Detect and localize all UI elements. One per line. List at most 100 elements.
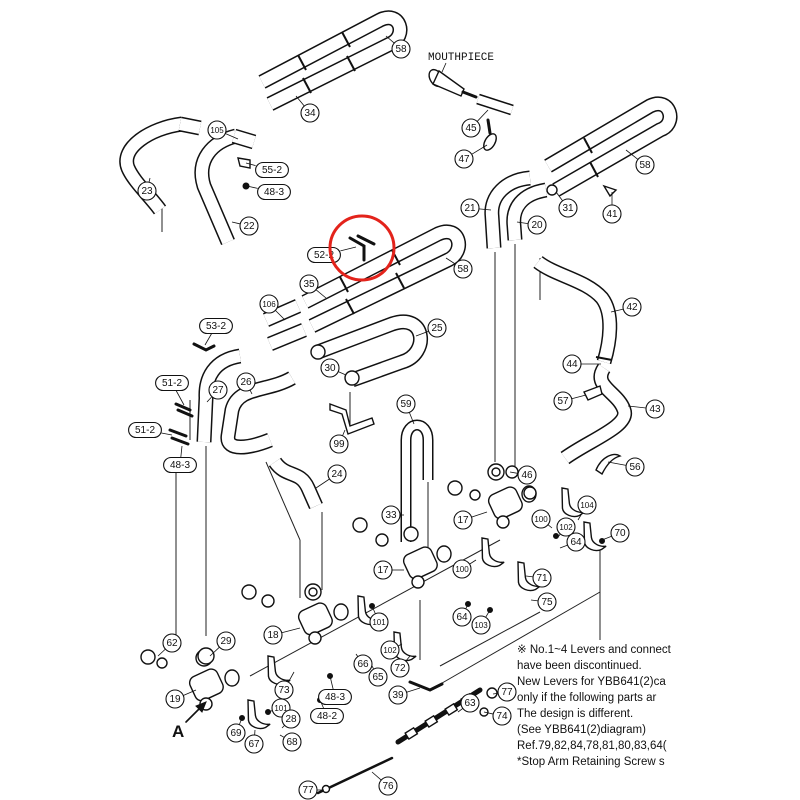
mouthpiece-leader — [441, 62, 447, 73]
note-line: only if the following parts ar — [517, 692, 657, 704]
rod-block — [404, 726, 419, 741]
callout-29: 29 — [216, 631, 236, 651]
callout-bubble — [381, 505, 401, 525]
callout-64: 64 — [566, 532, 586, 552]
leader-line — [157, 648, 166, 657]
callout-48-3: 48-3 — [257, 183, 291, 201]
callout-33: 33 — [381, 505, 401, 525]
callout-number: 101 — [274, 704, 288, 713]
rotor-cap-inner — [308, 587, 318, 597]
tube-joint — [589, 161, 599, 178]
rotor-assembly-middle — [402, 526, 452, 589]
callout-bubble — [635, 155, 655, 175]
callout-number: 77 — [501, 687, 513, 698]
callout-bubble — [378, 776, 398, 796]
callout-51-2: 51-2 — [155, 374, 189, 392]
guide-55-2 — [237, 157, 251, 169]
callout-number: 31 — [562, 203, 574, 214]
waterkey-56 — [595, 453, 622, 476]
callout-27: 27 — [208, 380, 228, 400]
callout-62: 62 — [162, 633, 182, 653]
tube-fill — [507, 184, 548, 241]
callout-bubble — [216, 631, 236, 651]
tube-joint — [583, 137, 593, 154]
leader-line — [445, 257, 456, 265]
tube-fill — [402, 421, 432, 542]
callout-number: 18 — [267, 630, 279, 641]
ferrule-30 — [344, 370, 360, 386]
callout-41: 41 — [602, 204, 622, 224]
callout-number: 102 — [559, 523, 573, 532]
callout-74: 74 — [492, 706, 512, 726]
callout-34: 34 — [300, 103, 320, 123]
callout-bubble — [558, 198, 578, 218]
callout-42: 42 — [622, 297, 642, 317]
callout-bubble — [300, 103, 320, 123]
highlight-circle — [328, 214, 396, 282]
note-line: *Stop Arm Retaining Screw s — [517, 756, 665, 768]
leader-line — [469, 559, 477, 565]
rotor-stop — [411, 575, 425, 589]
lever — [267, 655, 291, 686]
leader-line — [516, 221, 529, 225]
callout-bubble — [492, 706, 512, 726]
tube-fill — [222, 372, 296, 453]
leader-line — [281, 725, 285, 729]
callout-45: 45 — [461, 118, 481, 138]
ball-end-77 — [321, 784, 331, 794]
leader-line — [577, 512, 583, 521]
callout-bubble — [257, 183, 291, 201]
callout-number: 99 — [333, 439, 345, 450]
callout-bubble — [577, 495, 597, 515]
callout-44: 44 — [562, 354, 582, 374]
leader-line — [275, 310, 286, 321]
tube-fill — [534, 257, 616, 364]
callout-99: 99 — [329, 434, 349, 454]
mouthpiece-cone — [432, 69, 465, 97]
callout-43: 43 — [645, 399, 665, 419]
screw-48-3 — [242, 182, 250, 190]
leader-line — [509, 471, 519, 474]
callout-bubble — [562, 354, 582, 374]
view-arrow-icon — [185, 701, 207, 723]
callout-number: 41 — [606, 209, 618, 220]
callout-bubble — [327, 464, 347, 484]
callout-number: 34 — [304, 108, 316, 119]
callout-number: 105 — [210, 126, 224, 135]
callout-73: 73 — [274, 680, 294, 700]
leader-line — [249, 389, 253, 395]
leader-line — [288, 671, 295, 683]
tube-fill — [178, 118, 202, 134]
callout-number: 44 — [566, 359, 578, 370]
tube-joint — [345, 298, 355, 315]
leader-line — [485, 609, 491, 618]
screw — [553, 533, 559, 539]
leader-line — [204, 333, 213, 346]
callout-bubble — [460, 693, 480, 713]
tube-joint — [297, 54, 307, 71]
callout-number: 25 — [431, 323, 443, 334]
tube-fill — [259, 11, 406, 110]
callout-number: 74 — [496, 711, 508, 722]
callout-number: 100 — [455, 565, 469, 574]
callout-bubble — [610, 523, 630, 543]
callout-number: 66 — [357, 659, 369, 670]
leader-line — [406, 687, 421, 693]
washer — [375, 533, 389, 547]
callout-58: 58 — [635, 155, 655, 175]
callout-72: 72 — [390, 658, 410, 678]
callout-56: 56 — [625, 457, 645, 477]
rod-block — [444, 702, 459, 717]
callout-bubble — [460, 198, 480, 218]
callout-bubble — [602, 204, 622, 224]
callout-bubble — [162, 633, 182, 653]
callout-number: 48-3 — [170, 460, 190, 471]
callout-bubble — [165, 689, 185, 709]
leader-line — [607, 461, 627, 466]
callout-bubble — [453, 259, 473, 279]
leader-line — [281, 627, 301, 634]
callout-number: 48-2 — [317, 711, 337, 722]
tube-joint — [302, 77, 312, 94]
callout-bubble — [208, 380, 228, 400]
callout-bubble — [527, 215, 547, 235]
